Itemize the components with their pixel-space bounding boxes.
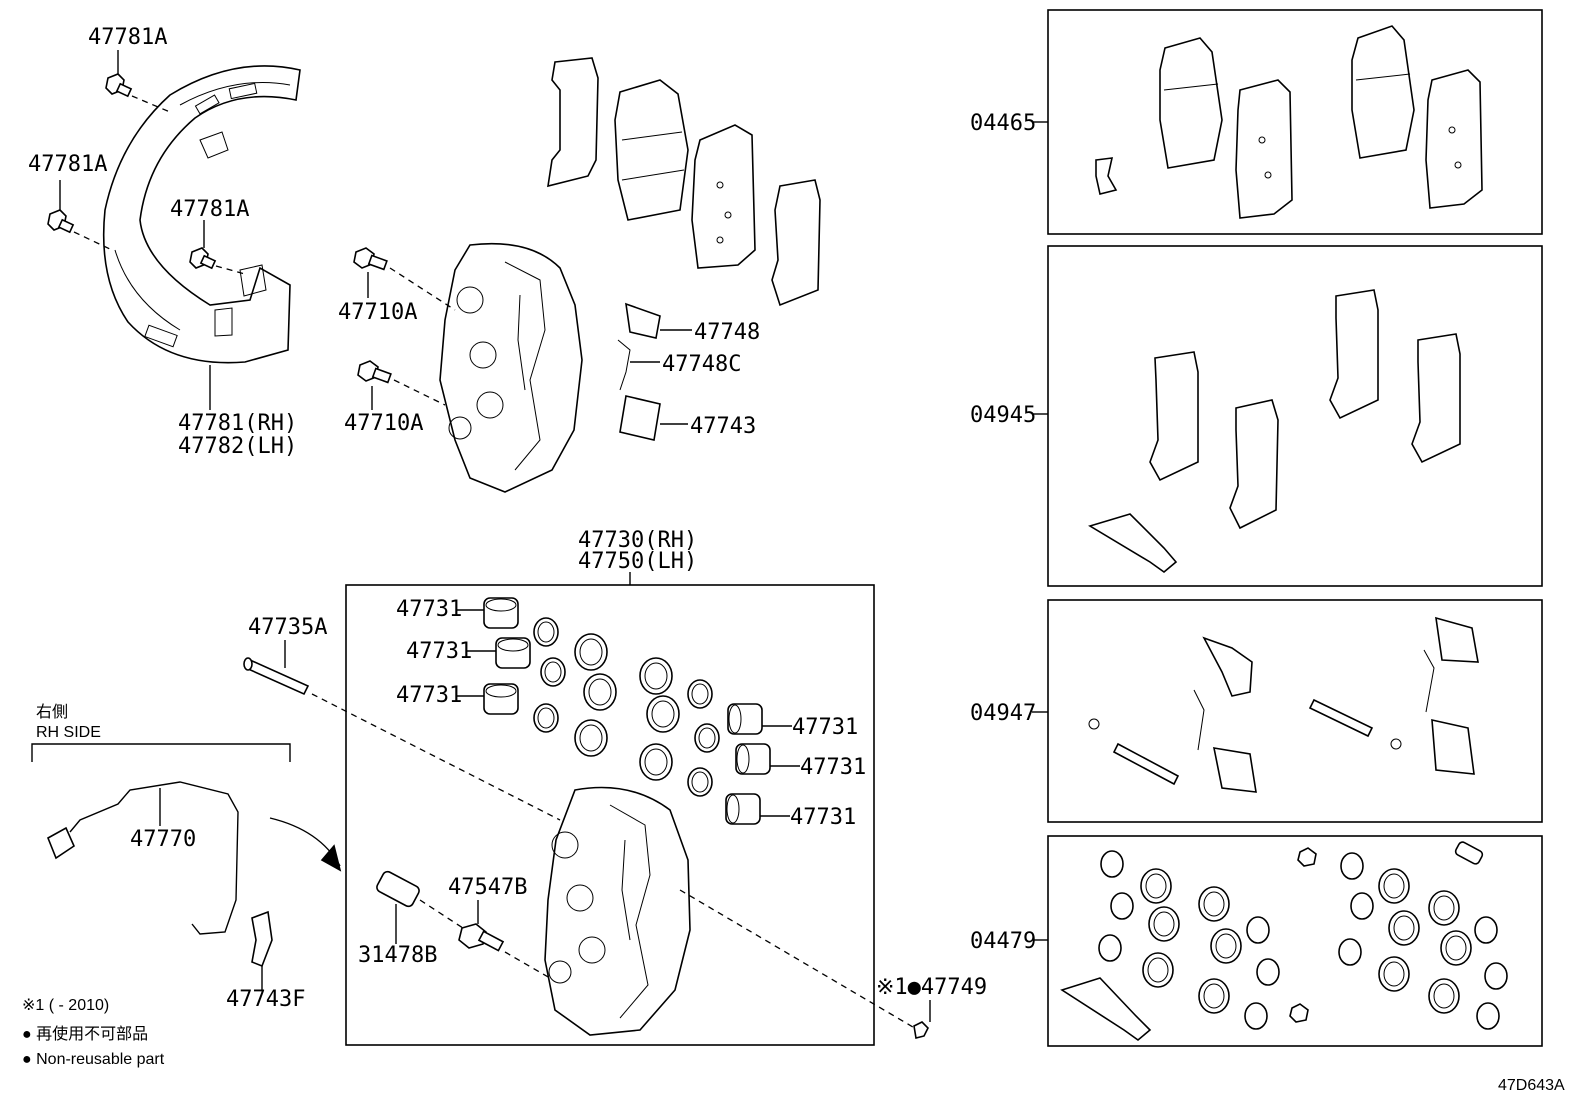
label-47781-rh: 47781(RH) bbox=[178, 411, 297, 436]
kit-box-04945 bbox=[1047, 245, 1543, 587]
legend-note: ※1 ( - 2010) bbox=[22, 997, 109, 1014]
clip-47749[interactable] bbox=[913, 1021, 929, 1039]
label-47748: 47748 bbox=[694, 320, 760, 345]
label-47750-lh: 47750(LH) bbox=[578, 549, 697, 574]
legend-jp: ● 再使用不可部品 bbox=[22, 1025, 148, 1043]
label-47735A: 47735A bbox=[248, 615, 327, 640]
label-47781A-left: 47781A bbox=[28, 152, 107, 177]
pin-47735A[interactable] bbox=[243, 657, 310, 696]
label-04479: 04479 bbox=[970, 929, 1036, 954]
bolt-47710A-top[interactable] bbox=[353, 247, 388, 271]
label-47781A-mid: 47781A bbox=[170, 197, 249, 222]
pad-shim-right[interactable] bbox=[771, 179, 821, 307]
label-47770: 47770 bbox=[130, 827, 196, 852]
label-47731-1: 47731 bbox=[396, 597, 462, 622]
bleeder-31478B[interactable] bbox=[375, 870, 421, 908]
kit-04945-shims[interactable] bbox=[1088, 289, 1461, 574]
clip-47743[interactable] bbox=[619, 395, 688, 441]
label-04945: 04945 bbox=[970, 403, 1036, 428]
pad-wear-sensor-47770[interactable] bbox=[46, 781, 239, 935]
bolt-47710A-bottom[interactable] bbox=[357, 360, 392, 384]
clip-47743F[interactable] bbox=[251, 910, 273, 968]
clip-47748C[interactable] bbox=[617, 339, 660, 391]
kit-box-04479 bbox=[1047, 835, 1543, 1047]
label-47547B: 47547B bbox=[448, 875, 527, 900]
caliper-upper[interactable] bbox=[439, 242, 583, 493]
label-47731-6: 47731 bbox=[790, 805, 856, 830]
arrow-head bbox=[320, 844, 342, 872]
dust-shield-47781[interactable] bbox=[102, 65, 301, 364]
label-47743: 47743 bbox=[690, 414, 756, 439]
bolt-47781A-left[interactable] bbox=[47, 209, 75, 234]
kit-box-04947 bbox=[1047, 599, 1543, 823]
label-47731-3: 47731 bbox=[396, 683, 462, 708]
piston-left-1[interactable] bbox=[483, 597, 519, 629]
label-47749: ※1●47749 bbox=[876, 975, 987, 1000]
piston-left-3[interactable] bbox=[483, 683, 519, 715]
bolt-47781A-top[interactable] bbox=[105, 73, 133, 98]
pad-shim-left[interactable] bbox=[547, 57, 599, 188]
piston-seals[interactable] bbox=[533, 617, 720, 797]
label-04947: 04947 bbox=[970, 701, 1036, 726]
label-04465: 04465 bbox=[970, 111, 1036, 136]
kit-04465-pads[interactable] bbox=[1095, 25, 1483, 219]
piston-right-3[interactable] bbox=[725, 793, 761, 825]
label-47782-lh: 47782(LH) bbox=[178, 434, 297, 459]
clip-47748[interactable] bbox=[625, 302, 692, 339]
label-47710A-top: 47710A bbox=[338, 300, 417, 325]
label-47710A-bottom: 47710A bbox=[344, 411, 423, 436]
label-47731-4: 47731 bbox=[792, 715, 858, 740]
label-47748C: 47748C bbox=[662, 352, 741, 377]
label-47731-2: 47731 bbox=[406, 639, 472, 664]
brake-pad-upper-1[interactable] bbox=[614, 79, 689, 221]
diagram-id: 47D643A bbox=[1498, 1077, 1565, 1094]
caliper-assembly-box bbox=[345, 584, 875, 1046]
side-label-en: RH SIDE bbox=[36, 724, 101, 741]
label-47731-5: 47731 bbox=[800, 755, 866, 780]
caliper-body-lower[interactable] bbox=[544, 786, 691, 1036]
label-47730-rh: 47730(RH) bbox=[578, 528, 697, 553]
kit-04947-hardware[interactable] bbox=[1088, 616, 1479, 793]
piston-left-2[interactable] bbox=[495, 637, 531, 669]
label-47743F: 47743F bbox=[226, 987, 305, 1012]
brake-pad-upper-2[interactable] bbox=[691, 124, 756, 269]
bolt-47781A-mid[interactable] bbox=[189, 247, 217, 270]
side-label-jp: 右側 bbox=[36, 703, 68, 721]
label-47781A-top: 47781A bbox=[88, 25, 167, 50]
piston-right-2[interactable] bbox=[735, 743, 771, 775]
kit-04479-seals[interactable] bbox=[1060, 841, 1508, 1042]
piston-right-1[interactable] bbox=[727, 703, 763, 735]
bleeder-47547B[interactable] bbox=[458, 923, 505, 952]
legend-en: ● Non-reusable part bbox=[22, 1051, 165, 1068]
label-31478B: 31478B bbox=[358, 943, 437, 968]
